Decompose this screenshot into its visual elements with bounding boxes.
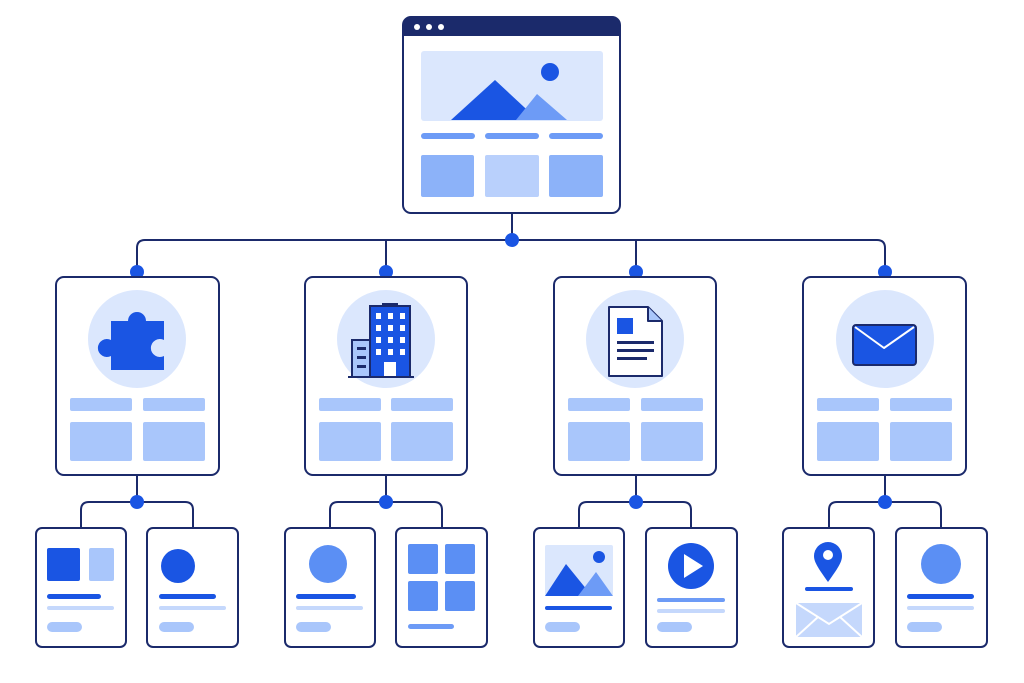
leaf-1-block-dark (47, 548, 80, 581)
section-3-block-2 (641, 422, 703, 461)
root-window-titlebar (403, 17, 620, 36)
leaf-card-profile-1 (146, 527, 239, 648)
section-3-child-dot (629, 495, 643, 509)
leaf-1-title-line (47, 594, 101, 599)
section-2-block-2 (391, 422, 453, 461)
leaf-3-frame (284, 527, 376, 648)
leaf-5-pill (545, 622, 580, 632)
leaf-3-title-line (296, 594, 356, 599)
window-dot-1 (414, 24, 420, 30)
section-1-block-2 (143, 422, 205, 461)
leaf-card-profile-3 (895, 527, 988, 648)
section-2-label-bar-1 (319, 398, 381, 411)
leaf-3-text-line (296, 606, 363, 610)
section-4-label-bar-1 (817, 398, 879, 411)
connectors (80, 214, 942, 527)
avatar-icon (921, 544, 961, 584)
leaf-card-grid (395, 527, 488, 648)
section-4-block-2 (890, 422, 952, 461)
leaf-7-title-line (805, 587, 853, 591)
hero-image-icon (421, 51, 603, 121)
building-icon (348, 303, 414, 378)
section-4-child-dot (878, 495, 892, 509)
leaf-5-title-line (545, 606, 612, 610)
section-2-child-dot (379, 495, 393, 509)
window-dot-3 (438, 24, 444, 30)
section-4-block-1 (817, 422, 879, 461)
section-2-block-1 (319, 422, 381, 461)
leaf-4-caption-line (408, 624, 454, 629)
image-icon (545, 545, 613, 596)
section-4-label-bar-2 (890, 398, 952, 411)
section-3-block-1 (568, 422, 630, 461)
leaf-1-text-line (47, 606, 114, 610)
section-2-label-bar-2 (391, 398, 453, 411)
window-dot-2 (426, 24, 432, 30)
leaf-card-image (533, 527, 625, 648)
content-block-1 (421, 155, 474, 197)
leaf-8-pill (907, 622, 942, 632)
section-1-label-bar-1 (70, 398, 132, 411)
section-3-connector-dot (629, 265, 643, 279)
section-1-child-dot (130, 495, 144, 509)
section-2-connector-dot (379, 265, 393, 279)
section-3-label-bar-2 (641, 398, 703, 411)
section-3-label-bar-1 (568, 398, 630, 411)
envelope-icon (852, 324, 917, 366)
play-icon (668, 543, 714, 589)
leaf-8-text-line (907, 606, 974, 610)
content-block-3 (549, 155, 603, 197)
content-block-2 (485, 155, 539, 197)
nav-bar-2 (485, 133, 539, 139)
avatar-icon (309, 545, 347, 583)
nav-bar-3 (549, 133, 603, 139)
leaf-3-pill (296, 622, 331, 632)
avatar-icon (161, 549, 195, 583)
root-junction-dot (505, 233, 519, 247)
leaf-6-title-line (657, 598, 725, 602)
puzzle-icon (97, 312, 164, 370)
map-pin-icon (814, 542, 842, 582)
section-1-connector-dot (130, 265, 144, 279)
leaf-card-two-blocks (35, 527, 127, 648)
root-page-window (402, 16, 621, 214)
leaf-8-title-line (907, 594, 974, 599)
leaf-8-frame (895, 527, 988, 648)
leaf-1-pill (47, 622, 82, 632)
section-1-label-bar-2 (143, 398, 205, 411)
leaf-card-location (782, 527, 875, 648)
leaf-1-block-light (89, 548, 114, 581)
leaf-6-pill (657, 622, 692, 632)
section-card-puzzle (55, 276, 220, 476)
document-icon (608, 306, 663, 377)
leaf-2-pill (159, 622, 194, 632)
section-1-block-1 (70, 422, 132, 461)
section-card-document (553, 276, 717, 476)
envelope-icon (795, 602, 863, 638)
grid-icon (408, 544, 475, 611)
section-card-building (304, 276, 468, 476)
section-4-connector-dot (878, 265, 892, 279)
leaf-2-text-line (159, 606, 226, 610)
leaf-2-title-line (159, 594, 216, 599)
leaf-card-video (645, 527, 738, 648)
leaf-card-profile-2 (284, 527, 376, 648)
nav-bar-1 (421, 133, 475, 139)
section-card-envelope (802, 276, 967, 476)
leaf-6-text-line (657, 609, 725, 613)
